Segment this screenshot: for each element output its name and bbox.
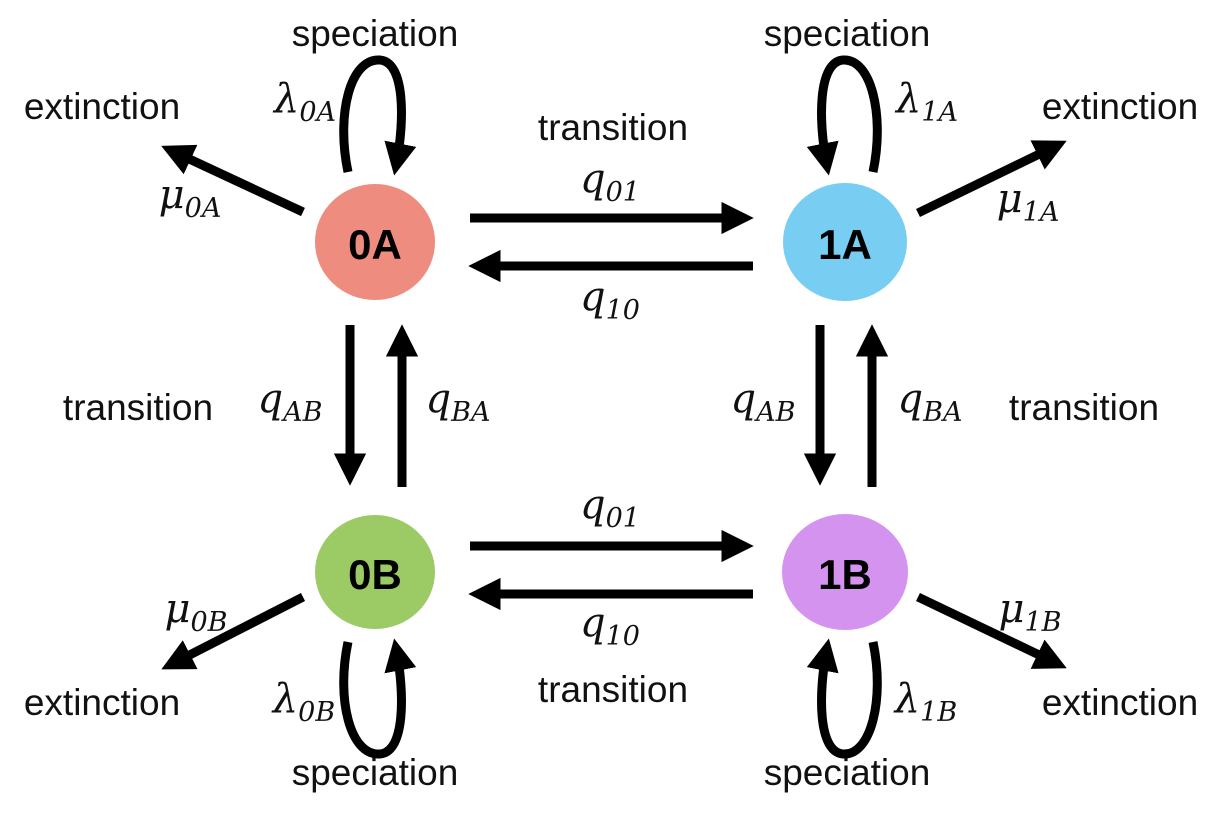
rate-mu-0B-sub: 0B — [190, 607, 227, 638]
rate-q10-top-sub: 10 — [606, 295, 640, 326]
arrow-extinction-0A — [161, 144, 305, 217]
rate-q10-bottom-sub: 10 — [606, 621, 640, 652]
label-extinction-0A: extinction — [24, 86, 180, 127]
rate-mu-1B-sub: 1B — [1024, 607, 1061, 638]
label-speciation-1A: speciation — [764, 13, 931, 54]
node-0A-label: 0A — [348, 221, 402, 268]
rate-qAB-left-base: q — [258, 376, 284, 422]
node-1A-circle — [783, 183, 907, 301]
rate-q01-bottom-sub: 01 — [606, 503, 640, 534]
rate-qAB-left: qAB — [258, 376, 323, 428]
label-transition-left: transition — [63, 387, 213, 428]
arrow-extinction-1B — [916, 592, 1067, 669]
rate-mu-1A-base: μ — [997, 176, 1023, 222]
rate-qBA-right-base: q — [898, 376, 924, 422]
label-extinction-1B: extinction — [1042, 682, 1198, 723]
rate-mu-0A-base: μ — [159, 172, 185, 218]
rate-lambda-0A-base: λ — [272, 76, 299, 122]
rate-mu-1B-base: μ — [998, 586, 1024, 632]
rate-mu-1A: μ1A — [997, 176, 1060, 228]
rate-q01-top-sub: 01 — [606, 177, 640, 208]
rate-lambda-0B-sub: 0B — [298, 697, 335, 728]
rate-qAB-right-base: q — [731, 376, 757, 422]
rate-lambda-1A-base: λ — [894, 76, 921, 122]
label-transition-top: transition — [538, 107, 688, 148]
loop-speciation-0B — [339, 638, 417, 759]
rate-lambda-0B: λ0B — [271, 676, 335, 728]
label-speciation-1B: speciation — [764, 752, 931, 793]
node-0A: 0A — [315, 184, 435, 300]
node-0B-label: 0B — [348, 551, 402, 598]
node-0A-circle — [315, 184, 435, 300]
loop-speciation-1A — [806, 55, 882, 176]
rate-q10-bottom: q10 — [580, 600, 640, 652]
label-extinction-1A: extinction — [1042, 86, 1198, 127]
rate-q10-bottom-base: q — [580, 600, 606, 646]
rate-qAB-left-sub: AB — [280, 397, 322, 428]
rate-qBA-left: qBA — [426, 376, 491, 428]
rate-mu-0A: μ0A — [159, 172, 222, 224]
loop-speciation-1B — [806, 638, 882, 759]
label-speciation-0A: speciation — [292, 13, 459, 54]
rate-lambda-1A-sub: 1A — [921, 97, 958, 128]
node-1A: 1A — [783, 183, 907, 301]
loop-speciation-0A — [339, 55, 417, 176]
rate-q10-top: q10 — [580, 274, 640, 326]
arrow-extinction-1A — [916, 140, 1067, 218]
node-0B: 0B — [315, 515, 435, 629]
rate-mu-0B-base: μ — [164, 586, 190, 632]
rate-mu-1B: μ1B — [998, 586, 1061, 638]
rate-q01-bottom-base: q — [580, 482, 606, 528]
rate-lambda-1B-sub: 1B — [920, 697, 957, 728]
node-0B-circle — [315, 515, 435, 629]
rate-qBA-right-sub: BA — [922, 397, 962, 428]
rate-q01-bottom: q01 — [580, 482, 640, 534]
node-1B: 1B — [782, 514, 908, 630]
rate-lambda-1B: λ1B — [893, 676, 957, 728]
rate-q01-top: q01 — [580, 156, 640, 208]
rate-qBA-left-base: q — [426, 376, 452, 422]
rate-lambda-0A-sub: 0A — [299, 97, 336, 128]
label-extinction-0B: extinction — [24, 682, 180, 723]
rate-mu-0A-sub: 0A — [185, 193, 222, 224]
node-1B-label: 1B — [818, 551, 872, 598]
rate-q01-top-base: q — [580, 156, 606, 202]
rate-q10-top-base: q — [580, 274, 606, 320]
label-speciation-0B: speciation — [292, 752, 459, 793]
rate-lambda-1A: λ1A — [894, 76, 958, 128]
rate-qBA-left-sub: BA — [450, 397, 490, 428]
node-1A-label: 1A — [818, 221, 872, 268]
rate-lambda-1B-base: λ — [893, 676, 920, 722]
rate-qBA-right: qBA — [898, 376, 963, 428]
rate-lambda-0B-base: λ — [271, 676, 298, 722]
node-1B-circle — [782, 514, 908, 630]
label-transition-right: transition — [1009, 387, 1159, 428]
label-transition-bottom: transition — [538, 669, 688, 710]
rate-qAB-right: qAB — [731, 376, 796, 428]
rate-mu-0B: μ0B — [164, 586, 227, 638]
rate-qAB-right-sub: AB — [753, 397, 795, 428]
rate-mu-1A-sub: 1A — [1023, 197, 1060, 228]
arrow-extinction-0B — [161, 592, 306, 670]
rate-lambda-0A: λ0A — [272, 76, 336, 128]
